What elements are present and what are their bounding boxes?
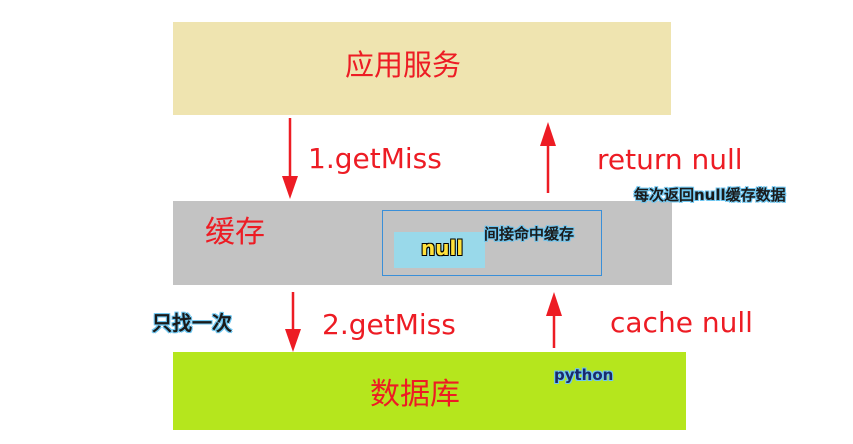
database-box <box>173 352 686 430</box>
return-null-label: return null <box>597 143 743 176</box>
app-service-label: 应用服务 <box>345 48 462 82</box>
query-once-note: 只找一次 <box>152 311 232 335</box>
arrow-app-to-cache <box>282 118 298 199</box>
step1-label: 1.getMiss <box>308 142 442 175</box>
cache-label: 缓存 <box>205 215 265 250</box>
database-label: 数据库 <box>370 377 460 412</box>
step2-label: 2.getMiss <box>322 308 456 341</box>
app-service-box <box>173 22 671 115</box>
null-value-label: null <box>421 236 464 260</box>
arrow-cache-to-app <box>540 122 556 193</box>
indirect-hit-label: 间接命中缓存 <box>484 225 575 243</box>
indirect-hit-frame <box>382 210 602 276</box>
cache-null-label: cache null <box>610 306 753 339</box>
python-note: python <box>554 366 614 384</box>
each-return-null-note: 每次返回null缓存数据 <box>634 186 786 204</box>
arrow-database-to-cache <box>546 292 562 348</box>
arrow-cache-to-database <box>285 292 301 352</box>
null-value-box <box>394 232 485 268</box>
